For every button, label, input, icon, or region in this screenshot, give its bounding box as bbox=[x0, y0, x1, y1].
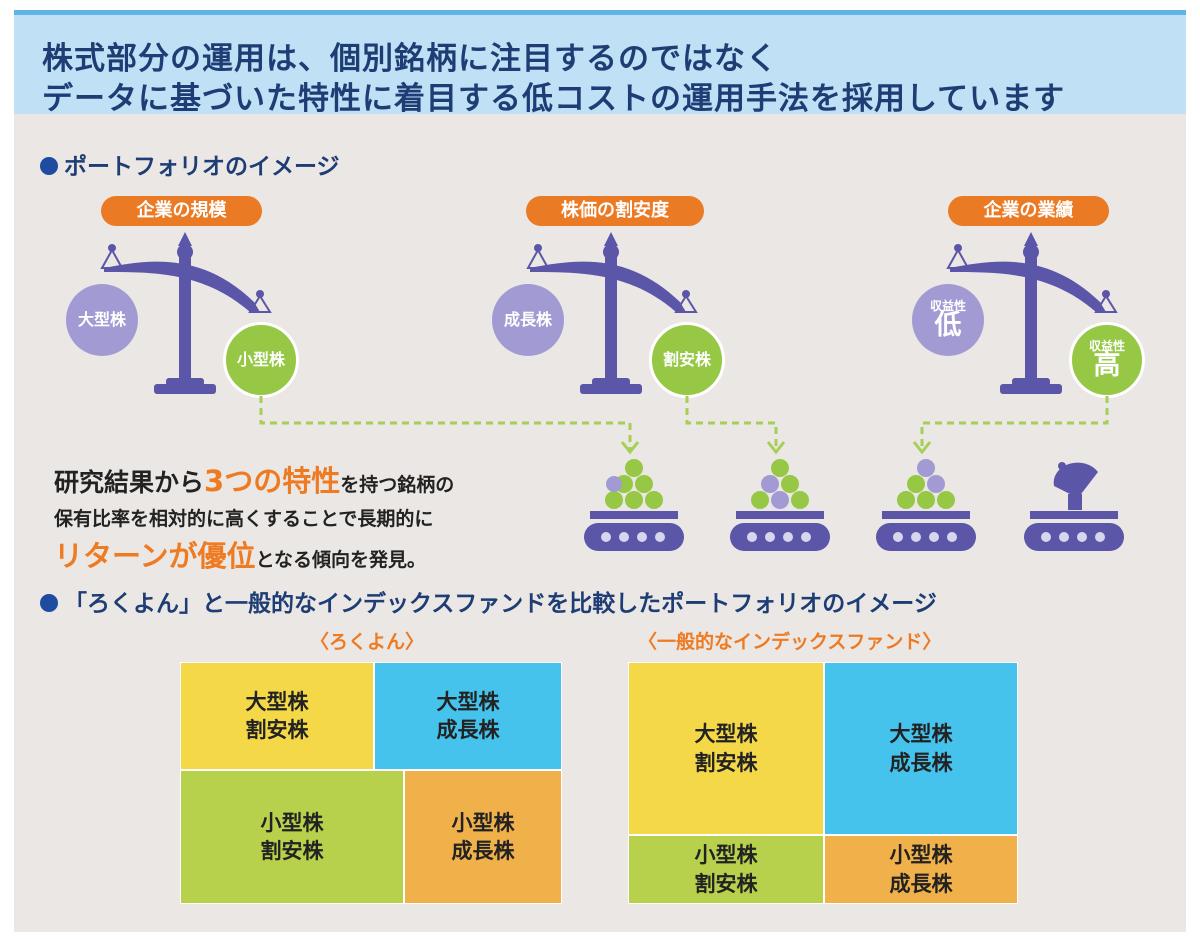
tile-line: 小型株 bbox=[260, 810, 324, 835]
section-portfolio-title: ポートフォリオのイメージ bbox=[40, 147, 340, 181]
tile-line: 大型株 bbox=[889, 722, 953, 747]
tile-line: 割安株 bbox=[694, 750, 758, 775]
tile-small-growth: 小型株成長株 bbox=[404, 770, 562, 904]
tile-line: 割安株 bbox=[694, 871, 758, 896]
ball-high-profitability: 収益性 高 bbox=[1069, 322, 1145, 398]
research-line3-b: となる傾向を発見。 bbox=[255, 549, 426, 571]
section-comparison-title-text: 「ろくよん」と一般的なインデックスファンドを比較したポートフォリオのイメージ bbox=[64, 591, 937, 617]
tile-line: 割安株 bbox=[260, 839, 324, 863]
header-banner: 株式部分の運用は、個別銘柄に注目するのではなく データに基づいた特性に着目する低… bbox=[14, 10, 1186, 117]
tile-large-growth: 大型株成長株 bbox=[374, 662, 562, 770]
tile-line: 小型株 bbox=[694, 843, 758, 868]
ball-growth: 成長株 bbox=[492, 284, 564, 356]
dish-cart-icon bbox=[1024, 462, 1124, 551]
tile-line: 大型株 bbox=[245, 689, 309, 714]
ball-small-cap: 小型株 bbox=[223, 322, 299, 398]
research-line1-a: 研究結果から bbox=[54, 468, 205, 497]
research-highlight-traits: 3つの特性 bbox=[204, 464, 341, 498]
tile-small-value: 小型株割安株 bbox=[180, 770, 404, 904]
ball-low-small-label: 収益性 bbox=[929, 298, 966, 313]
balance-scale-icon bbox=[526, 232, 698, 394]
tile-small-growth: 小型株成長株 bbox=[824, 835, 1018, 904]
scale-label-performance: 企業の業績 bbox=[948, 196, 1109, 226]
ball-low-big-label: 低 bbox=[934, 310, 962, 342]
tile-line: 割安株 bbox=[245, 718, 309, 742]
tile-line: 小型株 bbox=[451, 810, 515, 835]
section-comparison-title: 「ろくよん」と一般的なインデックスファンドを比較したポートフォリオのイメージ bbox=[40, 584, 937, 618]
research-highlight-return: リターンが優位 bbox=[54, 539, 256, 573]
research-line2: 保有比率を相対的に高くすることで長期的に bbox=[54, 508, 434, 530]
ball-high-small-label: 収益性 bbox=[1088, 338, 1125, 353]
ball-large-cap: 大型株 bbox=[66, 284, 138, 356]
bullet-icon bbox=[40, 157, 58, 175]
tile-line: 大型株 bbox=[436, 689, 500, 714]
tile-small-value: 小型株割安株 bbox=[628, 835, 824, 904]
scale-label-size: 企業の規模 bbox=[101, 196, 262, 226]
tile-line: 小型株 bbox=[889, 843, 953, 868]
dashed-connectors bbox=[259, 396, 1109, 455]
header-line-2: データに基づいた特性に着目する低コストの運用手法を採用しています bbox=[42, 81, 1066, 117]
cart-icon bbox=[730, 459, 830, 551]
tile-line: 成長株 bbox=[889, 750, 953, 775]
research-line1-b: を持つ銘柄の bbox=[340, 474, 455, 496]
tile-line: 成長株 bbox=[889, 871, 953, 896]
ball-value: 割安株 bbox=[649, 322, 725, 398]
rokuyon-title: 〈ろくよん〉 bbox=[310, 631, 425, 653]
tile-large-value: 大型株割安株 bbox=[628, 662, 824, 835]
bullet-icon bbox=[40, 594, 58, 612]
tile-line: 成長株 bbox=[451, 839, 515, 863]
ball-low-profitability: 収益性 低 bbox=[912, 284, 984, 356]
section-portfolio-title-text: ポートフォリオのイメージ bbox=[64, 154, 340, 180]
tile-line: 大型株 bbox=[694, 722, 758, 747]
tile-line: 成長株 bbox=[436, 718, 500, 742]
balance-scale-icon bbox=[946, 232, 1118, 394]
tile-large-growth: 大型株成長株 bbox=[824, 662, 1018, 835]
tile-large-value: 大型株割安株 bbox=[180, 662, 374, 770]
header-line-1: 株式部分の運用は、個別銘柄に注目するのではなく bbox=[42, 41, 778, 77]
cart-icon bbox=[876, 459, 976, 551]
cart-icon bbox=[584, 459, 684, 551]
research-text: 研究結果から3つの特性を持つ銘柄の 保有比率を相対的に高くすることで長期的に リ… bbox=[54, 458, 454, 575]
scale-label-value: 株価の割安度 bbox=[526, 196, 704, 226]
balance-scale-icon bbox=[100, 232, 272, 394]
ball-high-big-label: 高 bbox=[1093, 350, 1121, 382]
page: 株式部分の運用は、個別銘柄に注目するのではなく データに基づいた特性に着目する低… bbox=[14, 10, 1186, 932]
index-fund-title: 〈一般的なインデックスファンド〉 bbox=[638, 631, 942, 653]
